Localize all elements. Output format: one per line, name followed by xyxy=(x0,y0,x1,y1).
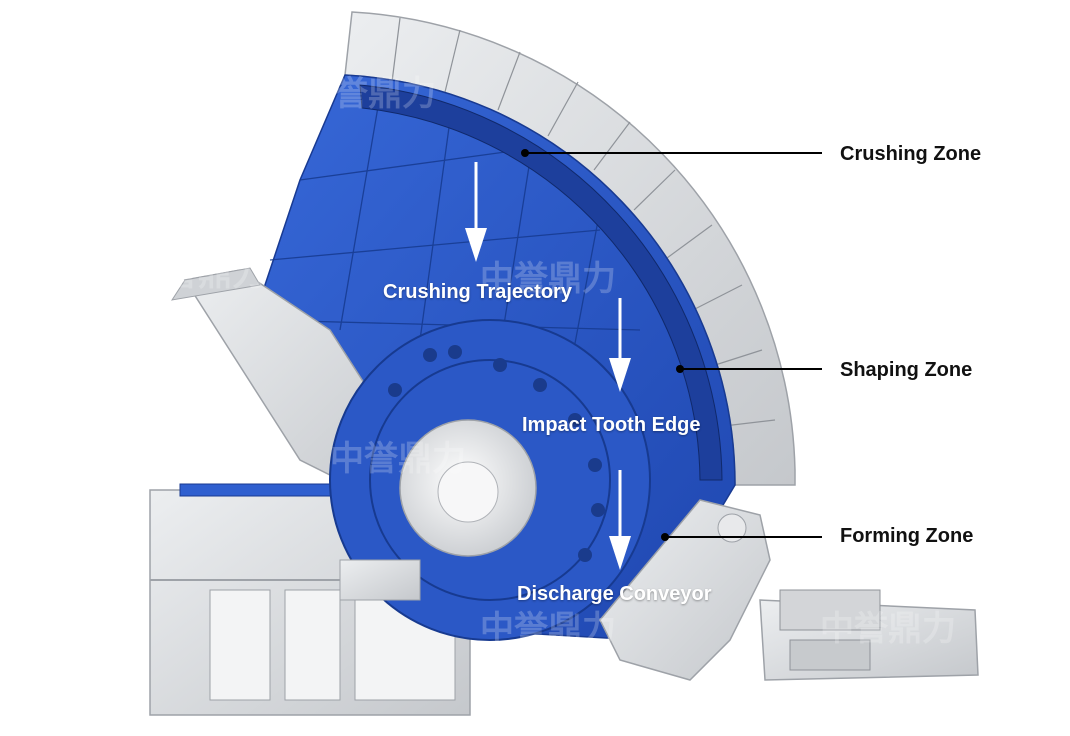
label-shaping-zone: Shaping Zone xyxy=(840,359,973,381)
svg-text:中誉鼎力: 中誉鼎力 xyxy=(480,610,616,648)
label-crushing-zone: Crushing Zone xyxy=(840,143,982,165)
hub-inner xyxy=(437,461,499,523)
watermarks: 中誉鼎力 中誉鼎力 中誉鼎力 中誉鼎力 中誉鼎力 中誉鼎力 中誉鼎力 xyxy=(130,75,956,648)
flow-arrows xyxy=(465,162,631,570)
leader-dots xyxy=(521,149,684,541)
svg-text:中誉鼎力: 中誉鼎力 xyxy=(330,440,466,478)
casing-ribs xyxy=(391,17,776,427)
svg-text:中誉鼎力: 中誉鼎力 xyxy=(300,75,436,113)
blue-plate xyxy=(179,483,346,497)
arrow-down-icon xyxy=(609,470,631,570)
discharge-chute xyxy=(599,499,771,681)
chute-top xyxy=(170,267,261,301)
leader-lines xyxy=(525,152,822,538)
label-impact-tooth-edge: Impact Tooth Edge xyxy=(522,414,701,436)
label-crushing-trajectory: Crushing Trajectory xyxy=(383,281,572,303)
rotor-bolts xyxy=(388,345,605,562)
svg-text:中誉鼎力: 中誉鼎力 xyxy=(820,610,956,648)
label-forming-zone: Forming Zone xyxy=(840,525,974,547)
bearing-housing xyxy=(339,559,421,601)
rotor-inner-ring xyxy=(369,359,611,601)
label-discharge-conveyor: Discharge Conveyor xyxy=(517,583,712,605)
svg-text:中誉鼎力: 中誉鼎力 xyxy=(130,255,266,293)
hydraulic-block xyxy=(789,639,871,671)
arrow-down-icon xyxy=(465,162,487,262)
svg-text:中誉鼎力: 中誉鼎力 xyxy=(820,250,956,288)
hydraulic-cylinder xyxy=(779,589,881,631)
arrow-down-icon xyxy=(609,298,631,392)
base-bay-2 xyxy=(284,589,341,701)
svg-text:中誉鼎力: 中誉鼎力 xyxy=(480,260,616,298)
discharge-pivot xyxy=(717,513,747,543)
impact-tooth-band xyxy=(359,84,723,481)
base-bay-1 xyxy=(209,589,271,701)
